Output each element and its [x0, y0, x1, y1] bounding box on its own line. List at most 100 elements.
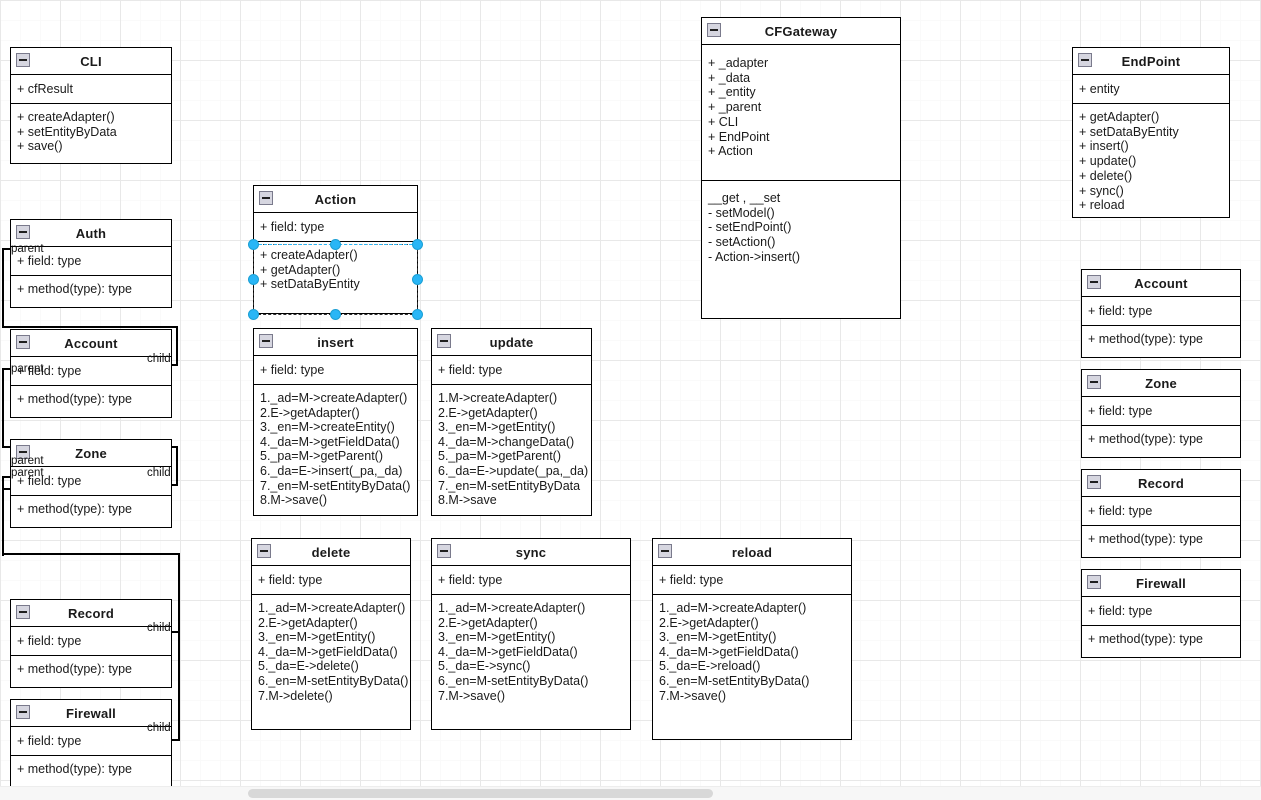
collapse-icon[interactable]: [16, 705, 30, 719]
connector-label-account-parent: parent: [11, 363, 44, 375]
collapse-icon[interactable]: [16, 445, 30, 459]
class-attributes-zone-left: + field: type: [11, 467, 171, 495]
collapse-icon[interactable]: [16, 225, 30, 239]
class-box-endpoint[interactable]: EndPoint + entity + getAdapter() + setDa…: [1072, 47, 1230, 218]
collapse-icon[interactable]: [16, 605, 30, 619]
class-title-cli: CLI: [80, 53, 102, 69]
collapse-icon[interactable]: [1078, 53, 1092, 67]
resize-handle-top-right[interactable]: [412, 239, 423, 250]
class-box-account-left[interactable]: Account + field: type + method(type): ty…: [10, 329, 172, 418]
collapse-icon[interactable]: [1087, 275, 1101, 289]
collapse-icon[interactable]: [437, 544, 451, 558]
class-title-insert: insert: [317, 334, 354, 350]
resize-handle-middle-left[interactable]: [248, 274, 259, 285]
resize-handle-bottom-center[interactable]: [330, 309, 341, 320]
resize-handle-bottom-right[interactable]: [412, 309, 423, 320]
class-method-row: + getAdapter(): [1079, 110, 1160, 124]
class-method-row: + getAdapter(): [260, 262, 341, 277]
class-method-row: 4._da=M->getFieldData(): [659, 644, 799, 659]
class-header-endpoint[interactable]: EndPoint: [1073, 48, 1229, 75]
class-header-reload[interactable]: reload: [653, 539, 851, 566]
connector-label-zone-parent-b: parent: [11, 467, 44, 479]
class-header-record-left[interactable]: Record: [11, 600, 171, 627]
class-method-row: + createAdapter(): [260, 248, 358, 262]
class-box-reload[interactable]: reload + field: type 1._ad=M->createAdap…: [652, 538, 852, 740]
class-box-zone-left[interactable]: Zone + field: type + method(type): type: [10, 439, 172, 528]
class-header-cli[interactable]: CLI: [11, 48, 171, 75]
connector-label-zone-child: child: [147, 467, 171, 479]
collapse-icon[interactable]: [658, 544, 672, 558]
connector-zone-parent-horizontal-b: [2, 488, 16, 490]
resize-handle-top-left[interactable]: [248, 239, 259, 250]
class-box-zone-right[interactable]: Zone + field: type + method(type): type: [1081, 369, 1241, 458]
class-attribute-row: + field: type: [260, 362, 325, 377]
class-header-zone-right[interactable]: Zone: [1082, 370, 1240, 397]
class-method-row: 1._ad=M->createAdapter(): [260, 391, 408, 405]
class-header-cfgateway[interactable]: CFGateway: [702, 18, 900, 45]
class-header-auth-left[interactable]: Auth: [11, 220, 171, 247]
class-box-firewall-right[interactable]: Firewall + field: type + method(type): t…: [1081, 569, 1241, 658]
resize-handle-top-center[interactable]: [330, 239, 341, 250]
class-method-row: 5._pa=M->getParent(): [438, 449, 561, 464]
collapse-icon[interactable]: [259, 334, 273, 348]
class-header-firewall-left[interactable]: Firewall: [11, 700, 171, 727]
class-box-cfgateway[interactable]: CFGateway + _adapter + _data + _entity +…: [701, 17, 901, 319]
horizontal-scrollbar-track[interactable]: [0, 786, 1261, 800]
class-header-account-right[interactable]: Account: [1082, 270, 1240, 297]
class-header-update[interactable]: update: [432, 329, 591, 356]
class-method-row: 6._en=M-setEntityByData(): [659, 673, 810, 688]
class-header-action[interactable]: Action: [254, 186, 417, 213]
class-attribute-row: + field: type: [1088, 303, 1153, 318]
class-attribute-row: + field: type: [17, 733, 82, 748]
class-title-firewall-left: Firewall: [65, 705, 116, 721]
collapse-icon[interactable]: [257, 544, 271, 558]
class-method-row: 5._pa=M->getParent(): [260, 449, 383, 464]
class-methods-action[interactable]: + createAdapter() + getAdapter() + setDa…: [254, 241, 417, 298]
resize-handle-bottom-left[interactable]: [248, 309, 259, 320]
class-box-cli[interactable]: CLI + cfResult + createAdapter() + setEn…: [10, 47, 172, 164]
class-title-update: update: [489, 334, 534, 350]
horizontal-scrollbar-thumb[interactable]: [248, 789, 713, 798]
class-box-firewall-left[interactable]: Firewall + field: type + method(type): t…: [10, 699, 172, 788]
class-attribute-row: + _adapter: [708, 56, 769, 70]
collapse-icon[interactable]: [1087, 375, 1101, 389]
class-box-delete[interactable]: delete + field: type 1._ad=M->createAdap…: [251, 538, 411, 730]
class-method-row: 7.M->delete(): [258, 688, 333, 703]
collapse-icon[interactable]: [707, 23, 721, 37]
resize-handle-middle-right[interactable]: [412, 274, 423, 285]
collapse-icon[interactable]: [1087, 475, 1101, 489]
class-title-record-left: Record: [68, 605, 114, 621]
collapse-icon[interactable]: [16, 335, 30, 349]
class-header-record-right[interactable]: Record: [1082, 470, 1240, 497]
class-method-row: + method(type): type: [1088, 332, 1203, 346]
class-header-account-left[interactable]: Account: [11, 330, 171, 357]
collapse-icon[interactable]: [1087, 575, 1101, 589]
class-box-auth-left[interactable]: Auth + field: type + method(type): type: [10, 219, 172, 308]
class-attribute-row: + field: type: [17, 253, 82, 268]
class-method-row: + method(type): type: [17, 662, 132, 676]
class-box-account-right[interactable]: Account + field: type + method(type): ty…: [1081, 269, 1241, 358]
class-header-firewall-right[interactable]: Firewall: [1082, 570, 1240, 597]
class-box-update[interactable]: update + field: type 1.M->createAdapter(…: [431, 328, 592, 516]
class-box-insert[interactable]: insert + field: type 1._ad=M->createAdap…: [253, 328, 418, 516]
class-header-insert[interactable]: insert: [254, 329, 417, 356]
collapse-icon[interactable]: [16, 53, 30, 67]
class-attributes-delete: + field: type: [252, 566, 410, 594]
connector-record-firewall-trunk: [178, 553, 181, 741]
class-title-auth-left: Auth: [75, 225, 107, 241]
collapse-icon[interactable]: [437, 334, 451, 348]
class-box-record-left[interactable]: Record + field: type + method(type): typ…: [10, 599, 172, 688]
connector-auth-parent-horizontal: [2, 248, 16, 250]
class-box-sync[interactable]: sync + field: type 1._ad=M->createAdapte…: [431, 538, 631, 730]
collapse-icon[interactable]: [259, 191, 273, 205]
class-header-zone-left[interactable]: Zone: [11, 440, 171, 467]
class-header-sync[interactable]: sync: [432, 539, 630, 566]
class-methods-firewall-right: + method(type): type: [1082, 625, 1240, 653]
class-header-delete[interactable]: delete: [252, 539, 410, 566]
class-methods-sync: 1._ad=M->createAdapter() 2.E->getAdapter…: [432, 594, 630, 709]
class-method-row: + method(type): type: [1088, 532, 1203, 546]
connector-label-auth-parent: parent: [11, 243, 44, 255]
class-attribute-row: + field: type: [1088, 603, 1153, 618]
class-box-record-right[interactable]: Record + field: type + method(type): typ…: [1081, 469, 1241, 558]
